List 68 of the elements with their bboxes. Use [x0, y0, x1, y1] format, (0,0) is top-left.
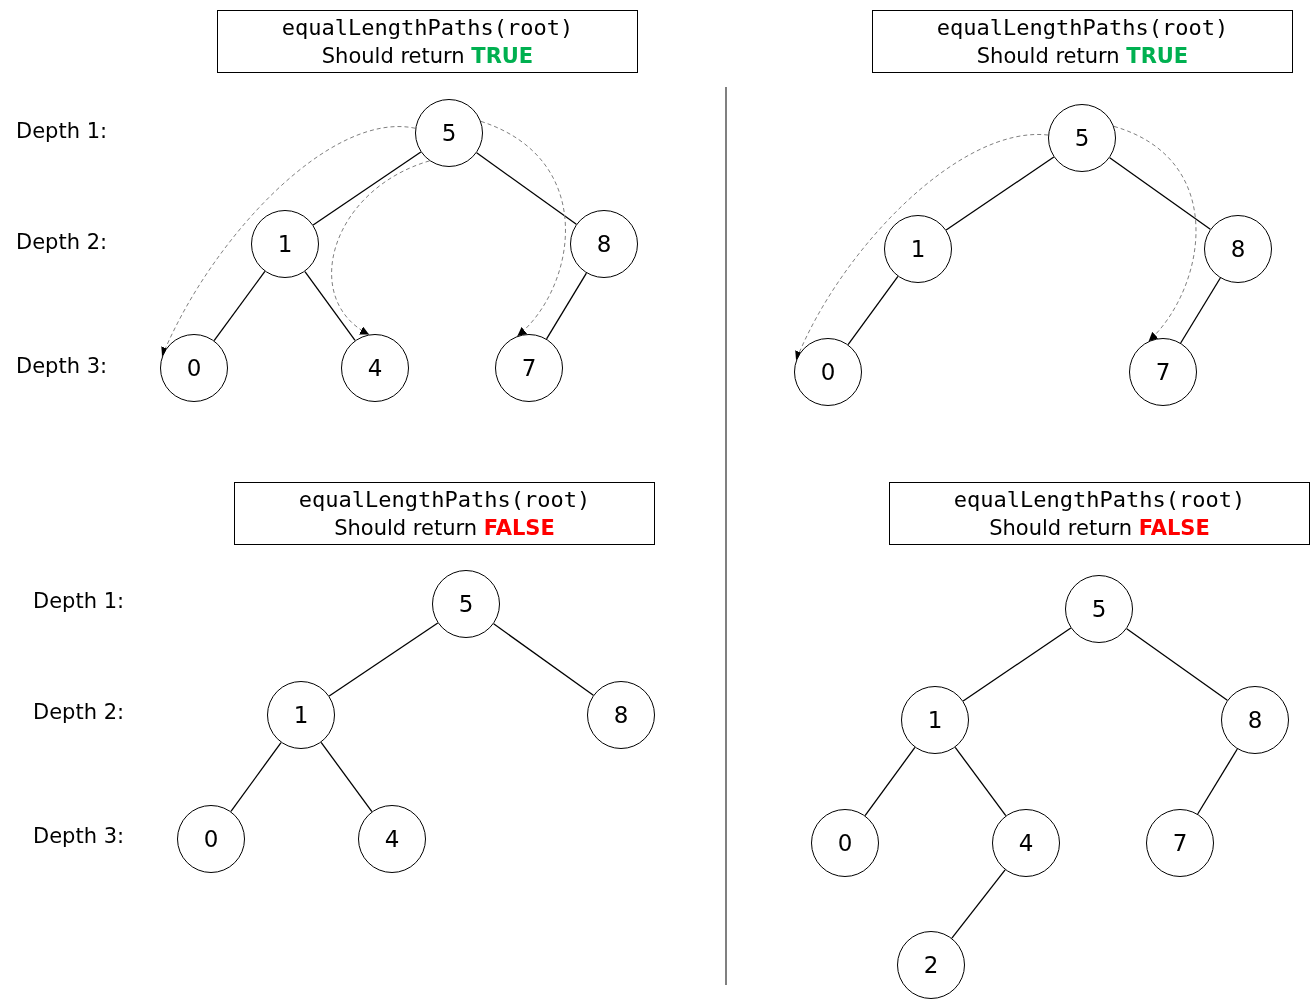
- tree-edge: [847, 275, 899, 346]
- node-value: 1: [927, 707, 943, 733]
- tree-node-circle: [884, 215, 952, 283]
- depth-label: Depth 2:: [16, 230, 108, 254]
- node-value: 1: [293, 702, 309, 728]
- tree-node-circle: [415, 99, 483, 167]
- expected-result-text: Should return TRUE: [321, 42, 534, 70]
- node-value: 5: [441, 120, 457, 146]
- tree-edge: [328, 622, 439, 697]
- node-value: 8: [1247, 707, 1263, 733]
- expected-result-text: Should return FALSE: [989, 514, 1210, 542]
- tree-edge: [1180, 277, 1221, 344]
- title-box: [217, 10, 638, 73]
- tree-edge: [1126, 628, 1228, 701]
- tree-edge: [962, 627, 1072, 702]
- node-value: 0: [837, 830, 853, 856]
- path-arrow: [1113, 125, 1197, 342]
- tree-edge: [1109, 157, 1211, 230]
- expected-result-text: Should return TRUE: [976, 42, 1189, 70]
- node-value: 4: [384, 826, 400, 852]
- tree-edge: [476, 152, 577, 225]
- tree-edge: [213, 270, 266, 342]
- node-value: 2: [923, 952, 939, 978]
- tree-node-circle: [251, 210, 319, 278]
- node-value: 7: [1155, 359, 1171, 385]
- node-value: 1: [277, 231, 293, 257]
- expected-result-text: Should return FALSE: [334, 514, 555, 542]
- node-value: 0: [186, 355, 202, 381]
- tree-edge: [945, 156, 1055, 231]
- node-value: 4: [367, 355, 383, 381]
- function-call-text: equalLengthPaths(root): [281, 13, 574, 42]
- path-arrow: [480, 120, 566, 337]
- tree-edge: [320, 741, 373, 813]
- depth-label: Depth 1:: [33, 589, 125, 613]
- path-arrow: [161, 126, 416, 357]
- depth-label: Depth 1:: [16, 119, 108, 143]
- depth-label: Depth 3:: [16, 354, 108, 378]
- node-value: 7: [521, 355, 537, 381]
- node-value: 5: [458, 591, 474, 617]
- node-value: 1: [910, 236, 926, 262]
- tree-edge: [951, 869, 1006, 939]
- tree-edge: [312, 151, 422, 226]
- node-value: 5: [1074, 125, 1090, 151]
- tree-edge: [545, 272, 588, 340]
- function-call-text: equalLengthPaths(root): [936, 13, 1229, 42]
- node-value: 0: [203, 826, 219, 852]
- node-value: 8: [596, 231, 612, 257]
- node-value: 7: [1172, 830, 1188, 856]
- title-box: [889, 482, 1310, 545]
- path-arrow: [795, 134, 1049, 361]
- tree-edge: [493, 623, 594, 696]
- title-box: [872, 10, 1293, 73]
- node-value: 8: [613, 702, 629, 728]
- depth-label: Depth 3:: [33, 824, 125, 848]
- tree-edge: [954, 746, 1007, 817]
- title-box: [234, 482, 655, 545]
- function-call-text: equalLengthPaths(root): [953, 485, 1246, 514]
- node-value: 0: [820, 359, 836, 385]
- tree-edge: [230, 741, 282, 813]
- tree-edge: [864, 746, 916, 817]
- depth-label: Depth 2:: [33, 700, 125, 724]
- path-arrow: [331, 160, 430, 335]
- tree-edge: [304, 270, 356, 342]
- function-call-text: equalLengthPaths(root): [298, 485, 591, 514]
- node-value: 5: [1091, 596, 1107, 622]
- node-value: 4: [1018, 830, 1034, 856]
- node-value: 8: [1230, 236, 1246, 262]
- tree-edge: [1197, 748, 1238, 815]
